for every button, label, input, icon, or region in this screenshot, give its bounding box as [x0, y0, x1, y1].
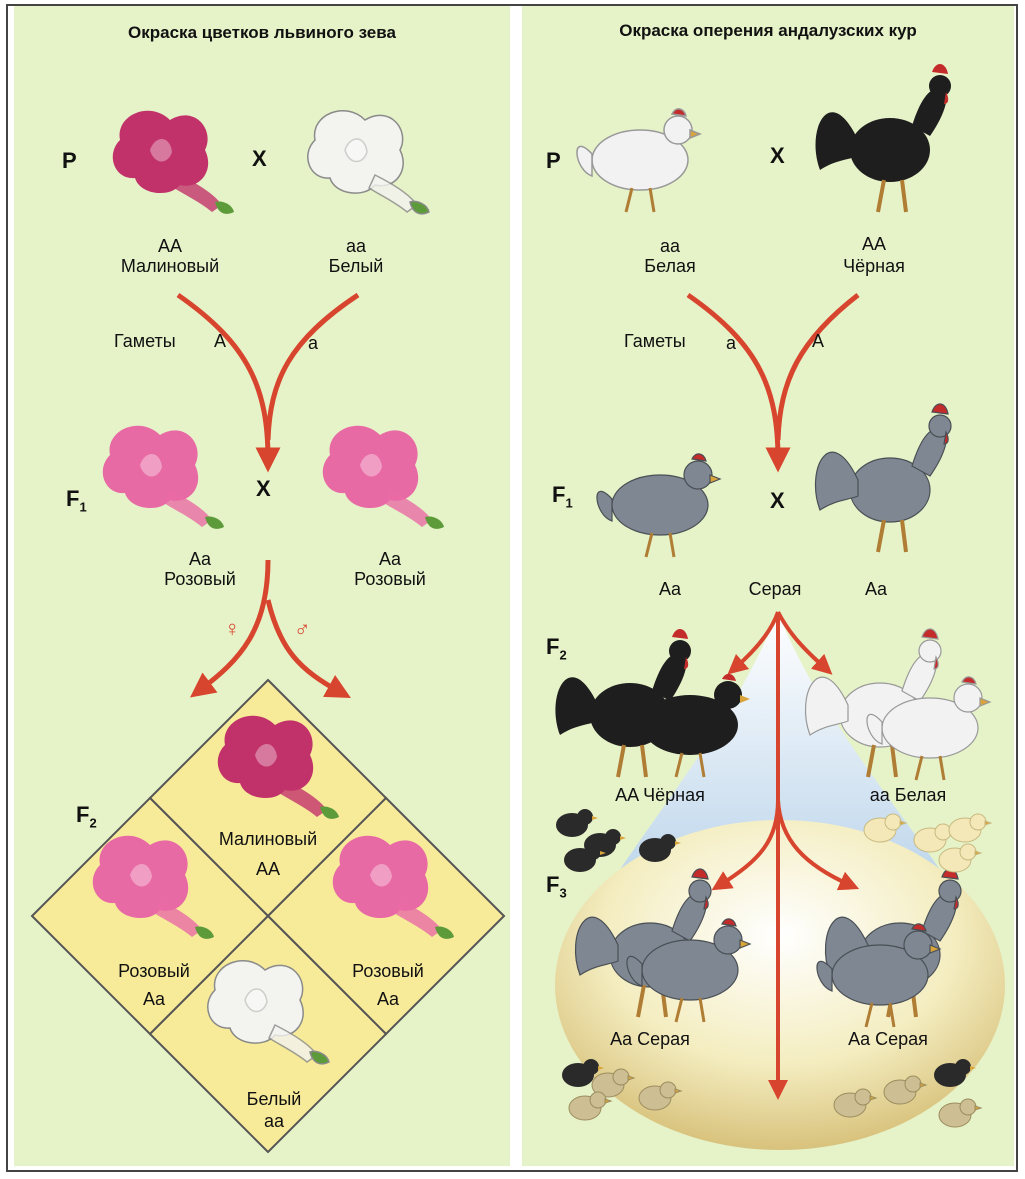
f2-bottom-genotype: aa — [204, 1110, 344, 1132]
f1b-phenotype: Розовый — [320, 568, 460, 590]
p1-genotype: aa — [600, 235, 740, 257]
female-symbol: ♀ — [224, 618, 241, 640]
generation-p-label: P — [62, 150, 77, 172]
f2-white-label: aa Белая — [838, 784, 978, 806]
f1-right-genotype: Aa — [846, 578, 906, 600]
cross-symbol: X — [252, 148, 267, 170]
p1-genotype: AA — [100, 235, 240, 257]
pink-flower-icon — [323, 426, 444, 529]
left-panel-title: Окраска цветков львиного зева — [14, 22, 510, 44]
f1-left-genotype: Aa — [640, 578, 700, 600]
gamete-arrow-left — [178, 295, 268, 460]
p2-genotype: aa — [286, 235, 426, 257]
f1-center-phenotype: Серая — [730, 578, 820, 600]
white-flower-icon — [308, 111, 429, 214]
white-hen-icon — [577, 109, 700, 212]
generation-f1-label: F1 — [66, 488, 87, 518]
f2-arrow-male — [268, 600, 340, 692]
f1a-genotype: Aa — [130, 548, 270, 570]
gamete-a: a — [726, 332, 736, 354]
gametes-label: Гаметы — [624, 330, 686, 352]
cross-symbol: X — [770, 490, 785, 512]
f2-right-phenotype: Розовый — [318, 960, 458, 982]
p1-phenotype: Малиновый — [100, 255, 240, 277]
cross-symbol: X — [256, 478, 271, 500]
generation-f3-label: F3 — [546, 874, 567, 904]
gamete-arrow-left — [688, 295, 778, 460]
gamete-a: a — [308, 332, 318, 354]
cross-symbol: X — [770, 145, 785, 167]
f2-top-phenotype: Малиновый — [198, 828, 338, 850]
f1b-genotype: Aa — [320, 548, 460, 570]
f1a-phenotype: Розовый — [130, 568, 270, 590]
male-symbol: ♂ — [294, 618, 311, 640]
pink-flower-icon — [103, 426, 224, 529]
generation-p-label: P — [546, 150, 561, 172]
p2-genotype: AA — [804, 233, 944, 255]
f2-top-genotype: AA — [198, 858, 338, 880]
f2-left-phenotype: Розовый — [84, 960, 224, 982]
grey-hen-icon — [597, 454, 720, 557]
f2-left-genotype: Aa — [84, 988, 224, 1010]
p2-phenotype: Чёрная — [804, 255, 944, 277]
gametes-label: Гаметы — [114, 330, 176, 352]
grey-rooster-icon — [815, 404, 951, 552]
f2-right-genotype: Aa — [318, 988, 458, 1010]
p1-phenotype: Белая — [600, 255, 740, 277]
f2-black-label: AA Чёрная — [590, 784, 730, 806]
crimson-flower-icon — [113, 111, 234, 214]
gamete-A: A — [812, 330, 824, 352]
generation-f1-label: F1 — [552, 484, 573, 514]
gamete-A: A — [214, 330, 226, 352]
right-panel-title: Окраска оперения андалузских кур — [522, 20, 1014, 42]
f3-left-label: Aa Серая — [580, 1028, 720, 1050]
generation-f2-label: F2 — [76, 804, 97, 834]
f2-bottom-phenotype: Белый — [204, 1088, 344, 1110]
f3-right-label: Aa Серая — [818, 1028, 958, 1050]
gamete-arrow-right — [778, 295, 858, 440]
black-rooster-icon — [815, 64, 951, 212]
p2-phenotype: Белый — [286, 255, 426, 277]
generation-f2-label: F2 — [546, 636, 567, 666]
gamete-arrow-right — [268, 295, 358, 440]
